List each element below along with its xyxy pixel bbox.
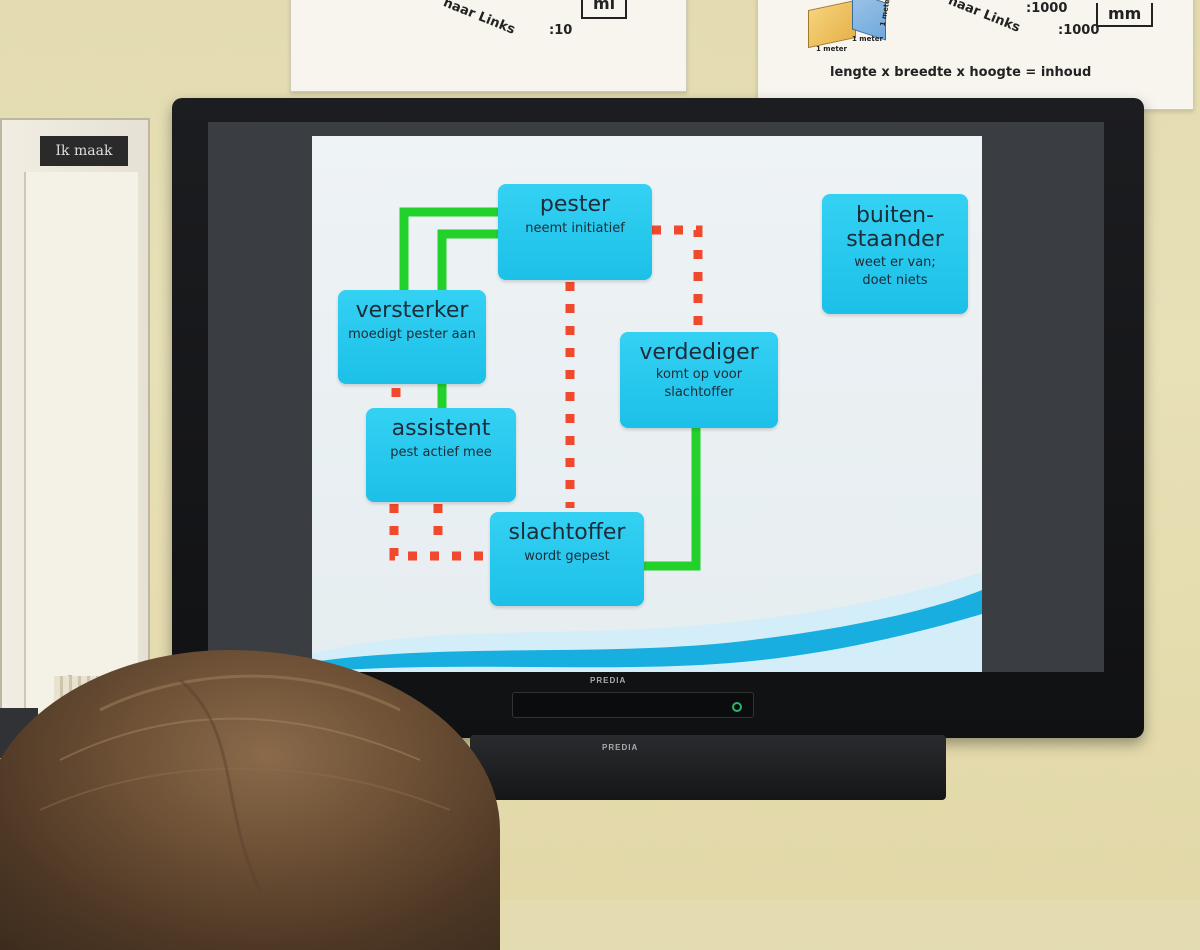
poster-volume: 1 meter 1 meter 1 meter naar Links :1000…	[757, 0, 1194, 110]
presentation-slide: pester neemt initiatief versterker moedi…	[312, 136, 982, 672]
poster-arrow-text: naar Links	[945, 0, 1023, 36]
link-pester-verdediger	[652, 225, 703, 332]
role-title: versterker	[355, 298, 469, 323]
role-versterker: versterker moedigt pester aan	[338, 290, 486, 384]
cube-icon	[808, 0, 856, 49]
role-desc: moedigt pester aan	[348, 327, 476, 342]
poster-divider: :10	[549, 23, 573, 38]
role-desc: pest actief mee	[390, 445, 492, 460]
role-desc: doet niets	[862, 273, 928, 288]
slide-wave-decoration	[312, 572, 982, 672]
cube-label: 1 meter	[852, 35, 883, 43]
role-desc: wordt gepest	[524, 549, 610, 564]
role-desc: slachtoffer	[664, 385, 734, 400]
link-verdediger-slachtoffer	[642, 426, 701, 571]
soundbar-brand: PREDIA	[602, 743, 639, 752]
role-title: slachtoffer	[508, 520, 626, 545]
tv-control-panel	[512, 692, 754, 718]
cabinet: Ik maak	[0, 118, 150, 742]
poster-unit: ml	[581, 0, 628, 19]
poster-arrow-text: naar Links	[440, 0, 518, 38]
role-slachtoffer: slachtoffer wordt gepest	[490, 512, 644, 606]
cabinet-sign: Ik maak	[40, 136, 128, 166]
poster-liters: naar Links :10 ml	[290, 0, 687, 92]
poster-divider: :1000	[1026, 1, 1068, 16]
link-assistent-slachtoffer	[389, 504, 490, 561]
role-title: staander	[846, 227, 944, 252]
role-verdediger: verdediger komt op voor slachtoffer	[620, 332, 778, 428]
link-pester-versterker	[399, 207, 498, 294]
poster-formula: lengte x breedte x hoogte = inhoud	[830, 65, 1092, 80]
poster-divider: :1000	[1058, 23, 1100, 38]
role-title: assistent	[391, 416, 491, 441]
cube-label: 1 meter	[816, 45, 847, 53]
soundbar	[470, 735, 946, 800]
role-desc: komt op voor	[655, 367, 743, 382]
role-title: pester	[539, 192, 611, 217]
role-desc: weet er van;	[854, 255, 936, 270]
role-title: buiten-	[855, 203, 935, 228]
role-buitenstaander: buiten- staander weet er van; doet niets	[822, 194, 968, 314]
role-title: verdediger	[639, 340, 759, 365]
power-icon	[732, 702, 742, 712]
hair-strands	[39, 674, 451, 891]
role-desc: neemt initiatief	[525, 221, 625, 236]
poster-unit: mm	[1096, 3, 1154, 27]
role-assistent: assistent pest actief mee	[366, 408, 516, 502]
role-pester: pester neemt initiatief	[498, 184, 652, 280]
tv-brand: PREDIA	[590, 676, 627, 685]
cabinet-door	[24, 172, 138, 732]
